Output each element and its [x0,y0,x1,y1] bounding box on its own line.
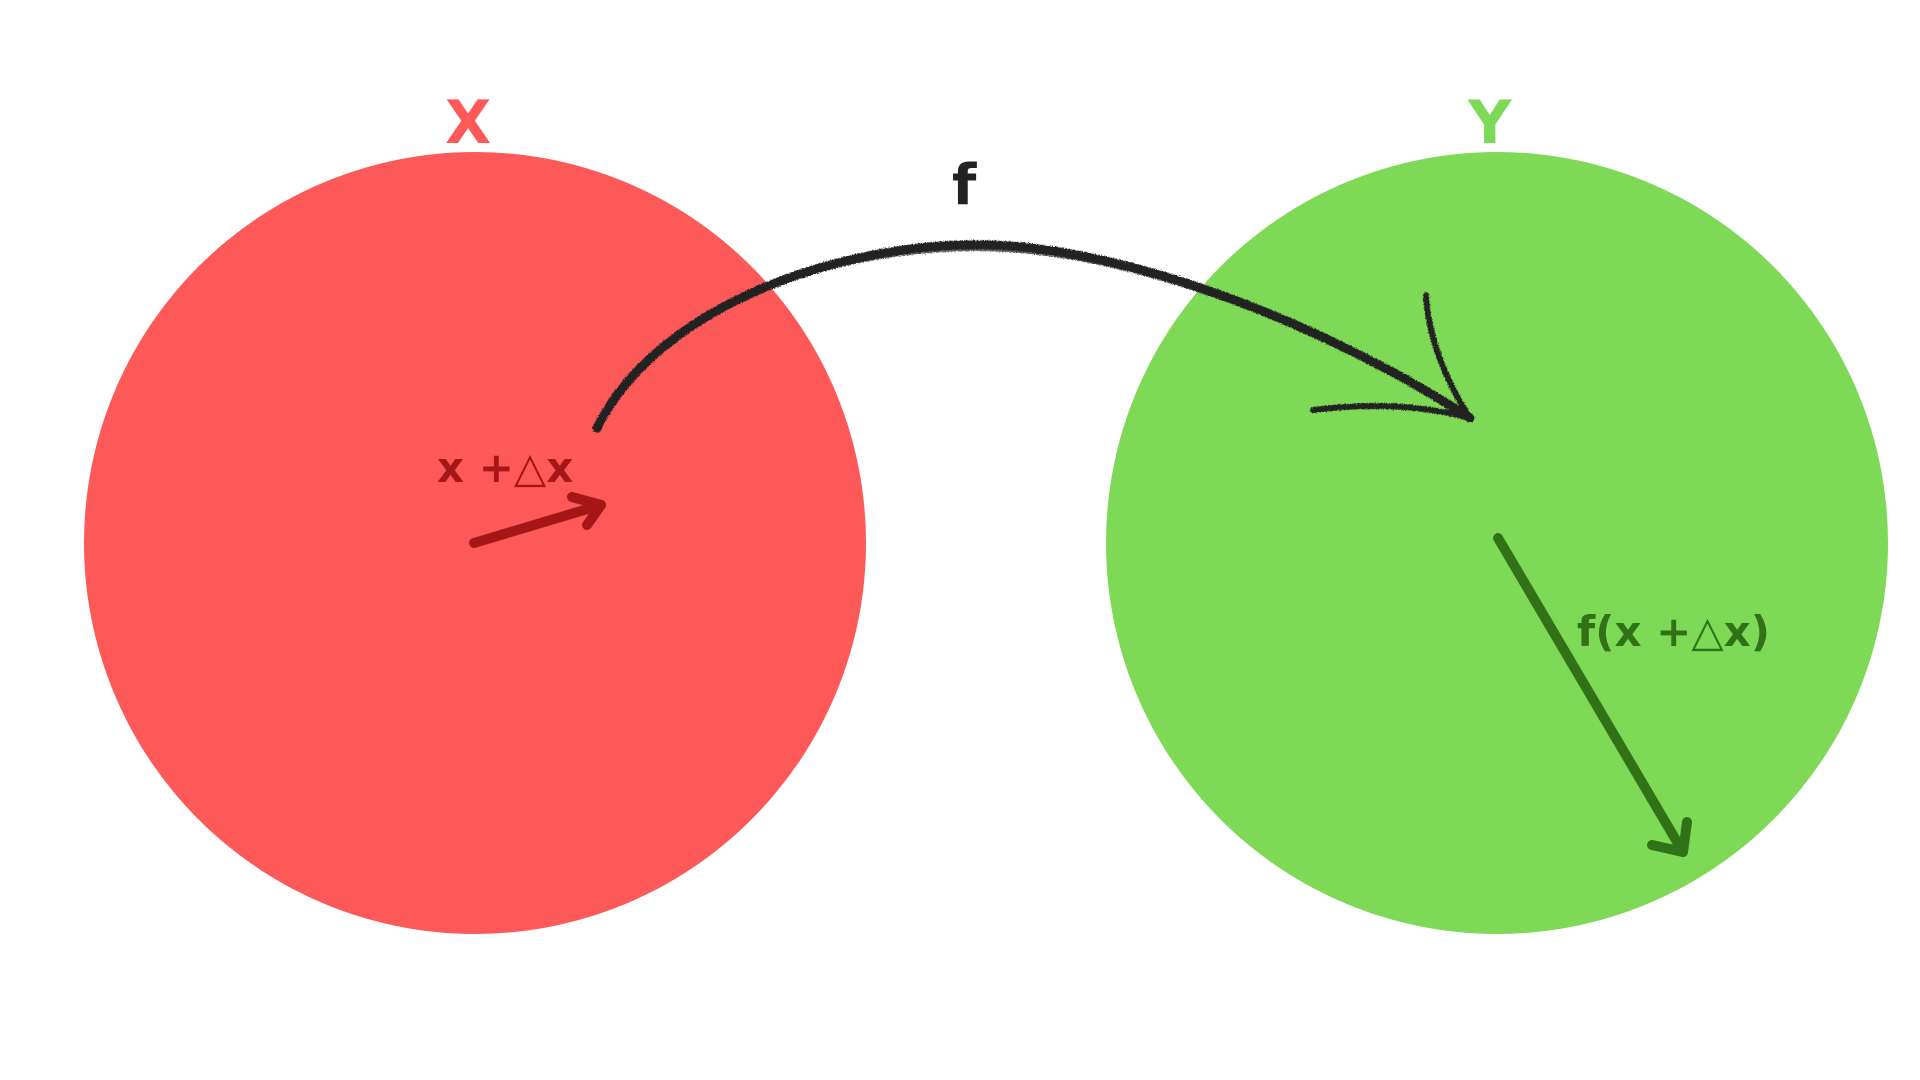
input-vector-head [567,492,606,530]
output-vector-arrow [1493,533,1692,857]
mapping-arc-texture [598,248,1468,422]
output-vector-shaft [1493,533,1688,857]
mapping-arrow [592,240,1475,433]
mapping-arrowhead-lower [1310,403,1473,421]
output-vector-head [1647,817,1692,857]
input-point-label: x +△x [437,443,574,492]
mapping-arrowhead-upper [1423,292,1473,421]
input-vector-arrow [469,492,606,548]
input-vector-shaft [469,500,606,548]
mapping-label: f [952,153,977,218]
set-y-label: Y [1468,88,1512,158]
set-x-label: X [445,88,492,158]
output-point-label: f(x +△x) [1577,607,1770,656]
